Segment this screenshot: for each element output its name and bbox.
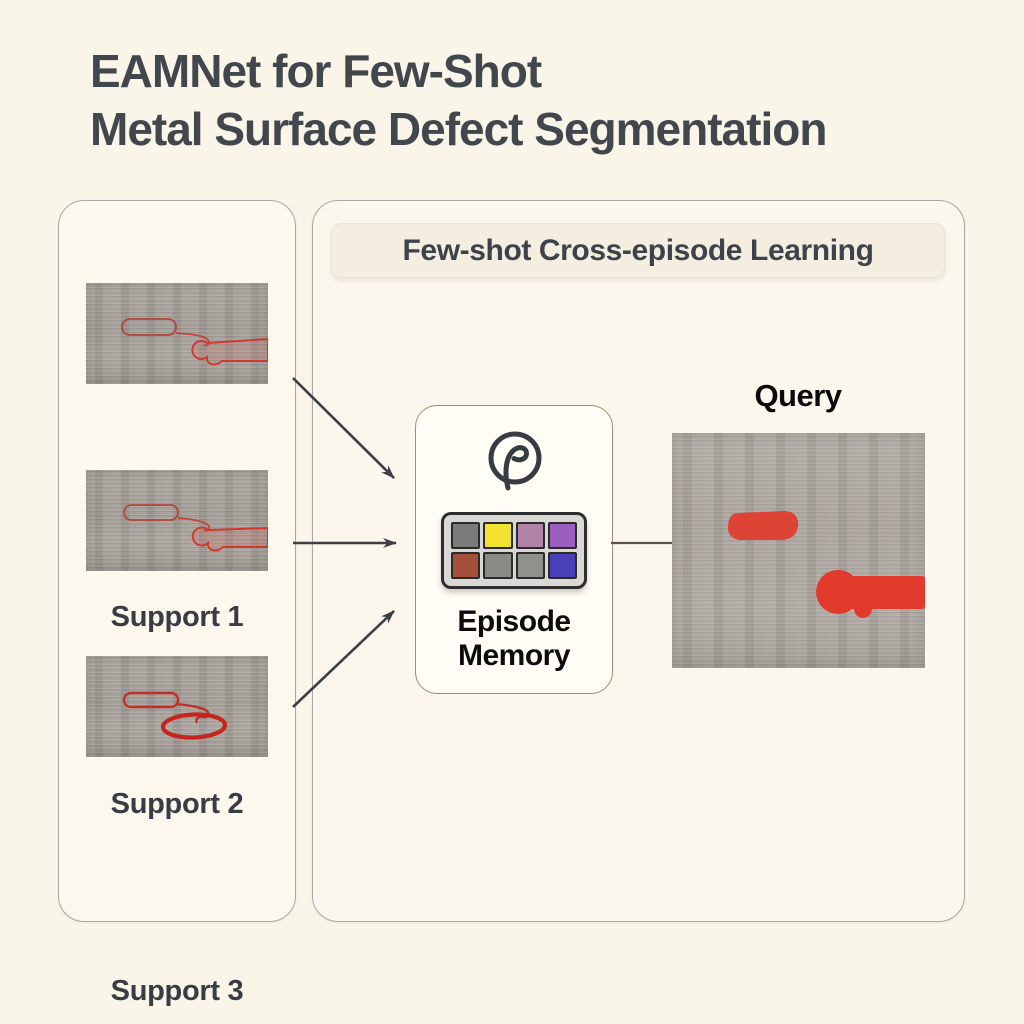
episode-memory-label: Episode Memory (457, 605, 571, 673)
panel-header: Few-shot Cross-episode Learning (331, 223, 945, 278)
memory-tile (451, 552, 481, 579)
loop-pin-icon (488, 431, 542, 491)
page-title-line2: Metal Surface Defect Segmentation (90, 103, 827, 155)
memory-grid-frame (441, 512, 587, 589)
support-1-image (86, 283, 268, 384)
page-title: EAMNet for Few-Shot Metal Surface Defect… (90, 42, 827, 158)
episode-memory-box: Episode Memory (415, 405, 613, 694)
memory-tile (451, 522, 481, 549)
support-3-label: Support 3 (110, 975, 244, 1007)
query-image (672, 433, 925, 668)
defect-mask-blob-1 (727, 511, 799, 540)
episode-memory-label-line1: Episode (457, 605, 571, 638)
memory-tile (547, 552, 577, 579)
memory-tile (547, 522, 577, 549)
support-set-panel: Support 1 Support 2 Support 3 (58, 200, 296, 1007)
memory-tile (515, 522, 545, 549)
defect-mask-blob-2 (816, 570, 925, 618)
panel-header-label: Few-shot Cross-episode Learning (402, 233, 874, 267)
support-1-defect-annotation (121, 318, 268, 366)
support-2-defect-annotation (123, 504, 268, 552)
page-title-line1: EAMNet for Few-Shot (90, 45, 542, 97)
support-1-label: Support 1 (110, 601, 244, 633)
memory-tile (483, 552, 513, 579)
support-2-label: Support 2 (110, 788, 244, 820)
query-label: Query (754, 378, 842, 413)
support-3-image (86, 656, 268, 757)
episode-memory-label-line2: Memory (457, 639, 571, 672)
memory-tile (515, 552, 545, 579)
support-2-image (86, 470, 268, 571)
memory-tile (483, 522, 513, 549)
memory-grid (451, 522, 577, 579)
support-3-defect-annotation (122, 691, 228, 740)
query-defect-masks (727, 511, 925, 618)
